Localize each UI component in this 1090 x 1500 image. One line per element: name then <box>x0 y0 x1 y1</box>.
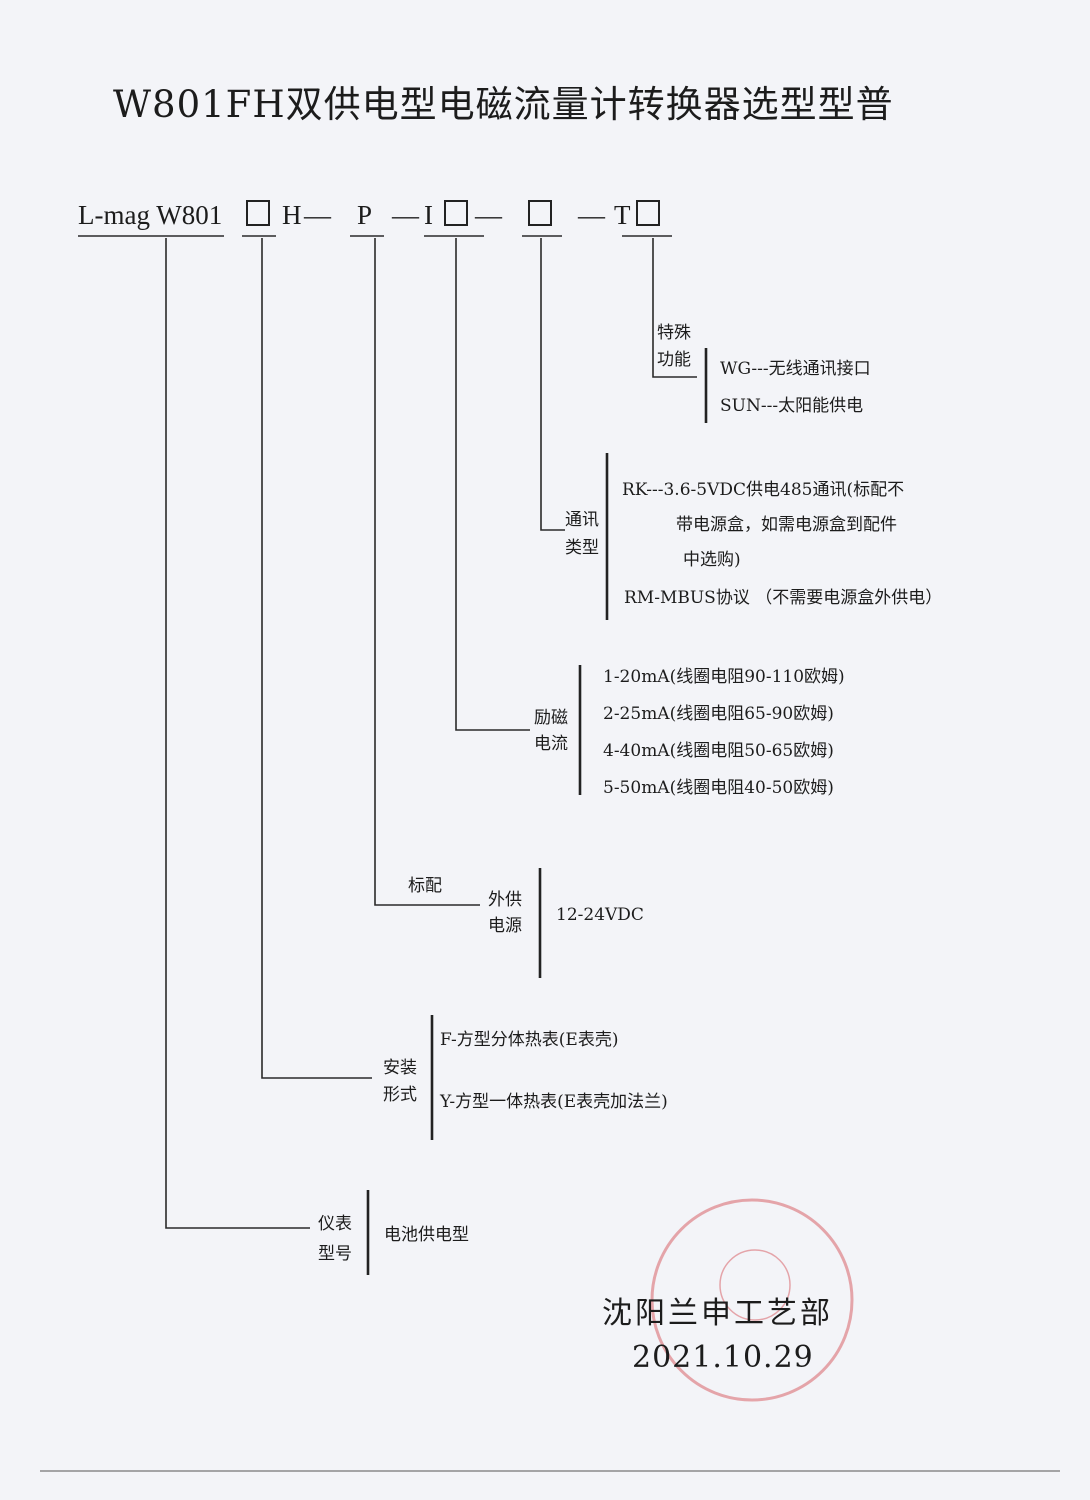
special-option: WG---无线通讯接口 <box>720 359 871 379</box>
excitation-option: 4-40mA(线圈电阻50-65欧姆) <box>603 741 834 761</box>
power-standard: 标配 <box>408 876 442 896</box>
comm-type-label: 通讯 <box>565 510 599 530</box>
power-value: 12-24VDC <box>556 905 644 925</box>
code-slot-1 <box>246 200 270 231</box>
install-option: F-方型分体热表(E表壳) <box>440 1030 619 1050</box>
meter-type-label: 仪表 <box>318 1214 352 1234</box>
code-t: T <box>614 200 631 230</box>
code-slot-3 <box>528 200 552 231</box>
blank-box-icon <box>528 200 552 226</box>
power-label: 电源 <box>488 916 522 936</box>
code-dash: — <box>475 200 502 230</box>
install-label: 形式 <box>383 1085 417 1105</box>
comm-option-rk: RK---3.6-5VDC供电485通讯(标配不 <box>622 480 905 500</box>
code-dash: — <box>578 200 605 230</box>
code-dash: — <box>392 200 419 230</box>
excitation-option: 1-20mA(线圈电阻90-110欧姆) <box>603 667 845 687</box>
signature-date: 2021.10.29 <box>632 1340 814 1375</box>
comm-option-rk: 带电源盒，如需电源盒到配件 <box>676 515 897 535</box>
excitation-option: 2-25mA(线圈电阻65-90欧姆) <box>603 704 834 724</box>
install-label: 安装 <box>383 1058 417 1078</box>
code-slot-4 <box>636 200 660 231</box>
special-function-label: 功能 <box>657 350 691 370</box>
meter-type-label: 型号 <box>318 1244 352 1264</box>
code-slot-2 <box>444 200 468 231</box>
model-code: L-mag W801 <box>78 200 223 230</box>
excitation-label: 电流 <box>534 734 568 754</box>
code-dash: — <box>304 200 331 230</box>
excitation-label: 励磁 <box>534 708 568 728</box>
code-h: H <box>282 200 302 230</box>
page-title: W801FH双供电型电磁流量计转换器选型型普 <box>113 83 894 126</box>
signature-org: 沈阳兰申工艺部 <box>602 1296 833 1331</box>
blank-box-icon <box>636 200 660 226</box>
excitation-option: 5-50mA(线圈电阻40-50欧姆) <box>603 778 834 798</box>
code-i: I <box>424 200 433 230</box>
comm-option-rm: RM-MBUS协议 （不需要电源盒外供电） <box>624 588 943 608</box>
code-p: P <box>357 200 373 230</box>
special-option: SUN---太阳能供电 <box>720 396 864 416</box>
company-stamp <box>650 1198 854 1402</box>
install-option: Y-方型一体热表(E表壳加法兰) <box>440 1092 668 1112</box>
power-label: 外供 <box>488 890 522 910</box>
blank-box-icon <box>246 200 270 226</box>
special-function-label: 特殊 <box>657 323 691 343</box>
comm-option-rk: 中选购) <box>683 550 741 570</box>
meter-type-value: 电池供电型 <box>384 1225 469 1245</box>
comm-type-label: 类型 <box>565 538 599 558</box>
blank-box-icon <box>444 200 468 226</box>
